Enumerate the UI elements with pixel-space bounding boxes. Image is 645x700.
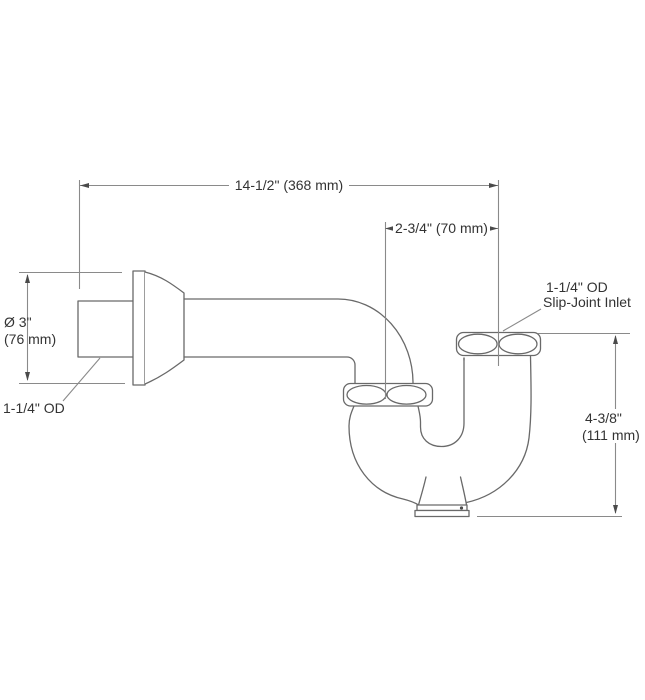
cleanout-neck-right [459,476,468,506]
dimension-lines [19,180,630,518]
cleanout-neck-left [417,476,427,506]
flange-diameter-label-line1: Ø 3" [4,314,32,330]
leader-outlet-od [62,357,101,402]
trap-body-outer-left [348,405,420,506]
label-bg-overall [229,177,349,193]
outlet-od-label: 1-1/4" OD [3,400,65,416]
inlet-offset-label: 2-3/4" (70 mm) [395,220,488,236]
trap-body-outer-right [465,355,532,504]
trap-height-label-line2: (111 mm) [582,427,640,443]
wall-outlet-pipe [77,300,134,358]
arrow-dia-bottom [25,372,30,381]
cleanout-washer [416,504,468,512]
flange-diameter-label-line2: (76 mm) [4,331,56,347]
escutcheon-trumpet [144,271,185,385]
label-bg-height [579,409,645,443]
cleanout-cap [414,509,470,518]
arrow-overall-right [489,183,498,188]
arrow-dia-top [25,274,30,283]
overall-width-label: 14-1/2" (368 mm) [235,177,343,193]
arrow-height-bottom [613,505,618,514]
arrow-offset-right [489,226,498,231]
slip-nut-left [342,382,434,407]
arrow-offset-left [385,226,394,231]
leader-slip-joint-inlet [502,308,542,332]
wall-flange-plate [132,270,146,386]
inlet-od-label-line2: Slip-Joint Inlet [543,294,631,310]
trap-height-label-line1: 4-3/8" [585,410,622,426]
p-trap-assembly [77,270,542,518]
arrow-overall-left [80,183,89,188]
waste-arm-inner [183,356,356,384]
arrow-height-top [613,335,618,344]
label-bg-offset [393,221,490,236]
dimension-labels: 14-1/2" (368 mm) 2-3/4" (70 mm) Ø 3" (76… [3,177,645,443]
cleanout-detail-dot [459,506,464,510]
trap-inner-arch [417,357,465,448]
waste-arm-outer [183,298,414,384]
inlet-od-label-line1: 1-1/4" OD [546,279,608,295]
